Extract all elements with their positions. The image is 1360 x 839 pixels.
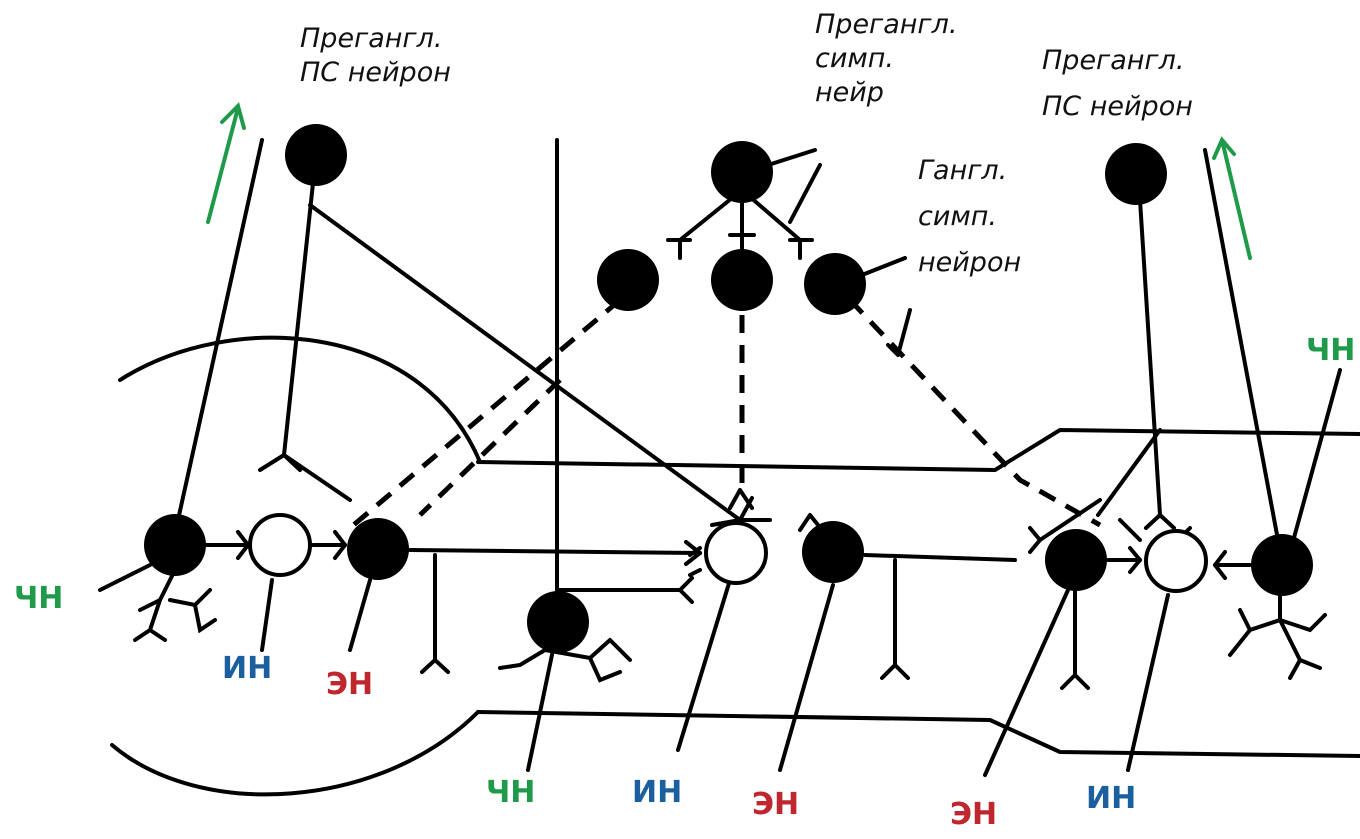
label-line: Прегангл. bbox=[1042, 45, 1185, 76]
ps-axon-branch-left bbox=[258, 453, 352, 502]
label-line: ПС нейрон bbox=[300, 57, 451, 88]
label-line: ПС нейрон bbox=[1042, 91, 1193, 122]
label-pregangl-symp: Прегангл. симп. нейр bbox=[815, 8, 957, 110]
gangl-symp-neuron-2 bbox=[711, 249, 773, 311]
label-line: симп. bbox=[918, 201, 997, 232]
interneuron-left bbox=[248, 513, 312, 577]
label-line: Гангл. bbox=[918, 155, 1008, 186]
ps-axon-right bbox=[1138, 198, 1162, 517]
label-line: Прегангл. bbox=[815, 9, 958, 40]
leader-pregang-symp bbox=[766, 148, 817, 167]
leader-en-bottom bbox=[778, 583, 835, 772]
label-line: нейр bbox=[815, 77, 884, 108]
sensory-fiber-left bbox=[176, 138, 264, 522]
vertical-line-mid bbox=[555, 138, 682, 592]
gangl-symp-neuron-3 bbox=[804, 253, 866, 315]
en-left-axon bbox=[408, 548, 702, 555]
pregang-ps-neuron-left bbox=[285, 124, 347, 186]
interneuron-right bbox=[1144, 529, 1208, 593]
tag-in-left: ИН bbox=[222, 651, 273, 686]
leader-pregang-symp-axon bbox=[788, 163, 822, 224]
sn-right-dendrites bbox=[1228, 588, 1327, 680]
leader-in-left bbox=[260, 578, 274, 652]
leader-chn-right bbox=[1290, 368, 1342, 547]
tag-chn-left: ЧН bbox=[14, 581, 64, 616]
sensory-fiber-right bbox=[1203, 148, 1280, 542]
label-pregangl-ps-right: Прегангл. ПС нейрон bbox=[1042, 38, 1193, 130]
sensory-neuron-right bbox=[1251, 534, 1313, 596]
tract-lower-line bbox=[476, 710, 1360, 758]
sensory-neuron-bottom bbox=[527, 591, 589, 653]
pregang-ps-neuron-right bbox=[1105, 143, 1167, 205]
label-gangl-symp: Гангл. симп. нейрон bbox=[918, 148, 1021, 286]
label-pregangl-ps-left: Прегангл. ПС нейрон bbox=[300, 22, 451, 90]
effector-neuron-right bbox=[1045, 529, 1107, 591]
label-line: Прегангл. bbox=[300, 23, 443, 54]
ganglion-outline-arc-lower bbox=[110, 710, 480, 797]
pregang-symp-neuron bbox=[711, 141, 773, 203]
ganglion-outline-arc bbox=[118, 335, 482, 464]
arrow-up-right bbox=[1212, 136, 1252, 260]
leader-in-bottom bbox=[676, 578, 732, 752]
in-mid-dendrites bbox=[688, 546, 702, 577]
leader-gangl-symp bbox=[860, 256, 907, 277]
en-mid-axon bbox=[863, 553, 1017, 562]
postgang-fiber-right bbox=[848, 298, 1102, 528]
ps-axon-left bbox=[282, 153, 318, 457]
arrow-up-left bbox=[206, 102, 246, 224]
tag-en-bottom-right: ЭН bbox=[950, 797, 998, 832]
tag-chn-right: ЧН bbox=[1306, 333, 1356, 368]
long-diagonal bbox=[308, 203, 742, 522]
tag-chn-bottom: ЧН bbox=[486, 775, 536, 810]
effector-neuron-left bbox=[347, 518, 409, 580]
sn-bottom-dendrites bbox=[498, 638, 632, 683]
leader-chn-left bbox=[98, 563, 152, 592]
tract-upper-line bbox=[476, 428, 1360, 472]
effector-neuron-mid bbox=[802, 521, 864, 583]
sn-left-dendrites bbox=[133, 568, 217, 642]
postgang-fiber-left-2 bbox=[418, 378, 562, 517]
leader-in-bottom-right bbox=[1126, 593, 1170, 772]
leader-en-bottom-right bbox=[983, 588, 1070, 777]
gangl-symp-neuron-1 bbox=[597, 249, 659, 311]
right-branches bbox=[1038, 428, 1162, 542]
leader-chn-bottom bbox=[526, 648, 555, 772]
leader-gangl-symp-2 bbox=[886, 308, 912, 357]
tag-in-bottom: ИН bbox=[632, 775, 683, 810]
tag-in-bottom-right: ИН bbox=[1086, 781, 1137, 816]
interneuron-mid bbox=[704, 521, 768, 585]
label-line: симп. bbox=[815, 43, 894, 74]
tag-en-bottom: ЭН bbox=[752, 787, 800, 822]
label-line: нейрон bbox=[918, 247, 1022, 278]
leader-en-left bbox=[348, 578, 372, 652]
tag-en-left: ЭН bbox=[326, 667, 374, 702]
sensory-neuron-left bbox=[144, 514, 206, 576]
